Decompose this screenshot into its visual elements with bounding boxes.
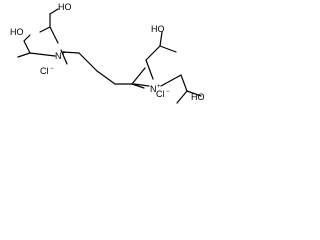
bond-mid-left-n1 [29,52,56,57]
nitrogen-left-charge: + [62,51,66,57]
bond-right-c [180,74,188,92]
chloride-left: Cl [40,66,49,76]
structure-canvas: HO HO N + Cl − HO HO N + Cl − [0,0,216,111]
nitrogen-left: N [55,51,62,61]
hydroxy-label-top-left: HO [58,2,72,12]
bond-right-c2 [186,90,202,97]
hydroxy-label-lower-right: HO [191,92,205,102]
bond-n1-chain [62,51,80,54]
bond-methyl-top-left [39,26,51,33]
bond-oh1-c [49,8,59,15]
bond-chain-2 [96,70,116,85]
bond-right-methyl [176,90,188,104]
bond-n2-methyl [133,83,150,87]
bond-n1-methyl [60,49,68,65]
bond-n2-right [160,74,182,87]
chloride-left-charge: − [50,66,54,72]
hydroxy-label-upper-right: HO [151,24,165,34]
chloride-right-charge: − [166,89,170,95]
bond-chain-1 [78,52,98,72]
nitrogen-right: N [150,84,157,94]
nitrogen-right-charge: + [157,84,161,90]
bond-c-c-mid-left [23,40,31,54]
bond-chain-4 [131,67,146,85]
chloride-right: Cl [156,89,165,99]
bond-n2-up [145,59,154,80]
hydroxy-label-mid-left: HO [10,27,24,37]
chemical-structure-diagram: HO HO N + Cl − HO HO N + Cl − [10,2,205,104]
bond-methyl-mid-left [17,52,31,58]
bond-top-left-n1 [49,26,59,44]
bond-chain-6 [131,83,145,89]
bond-upper-right-c [145,45,161,61]
bond-upper-right-c2 [159,31,163,47]
bond-oh2-c [23,34,31,42]
bond-upper-right-methyl [159,45,177,53]
